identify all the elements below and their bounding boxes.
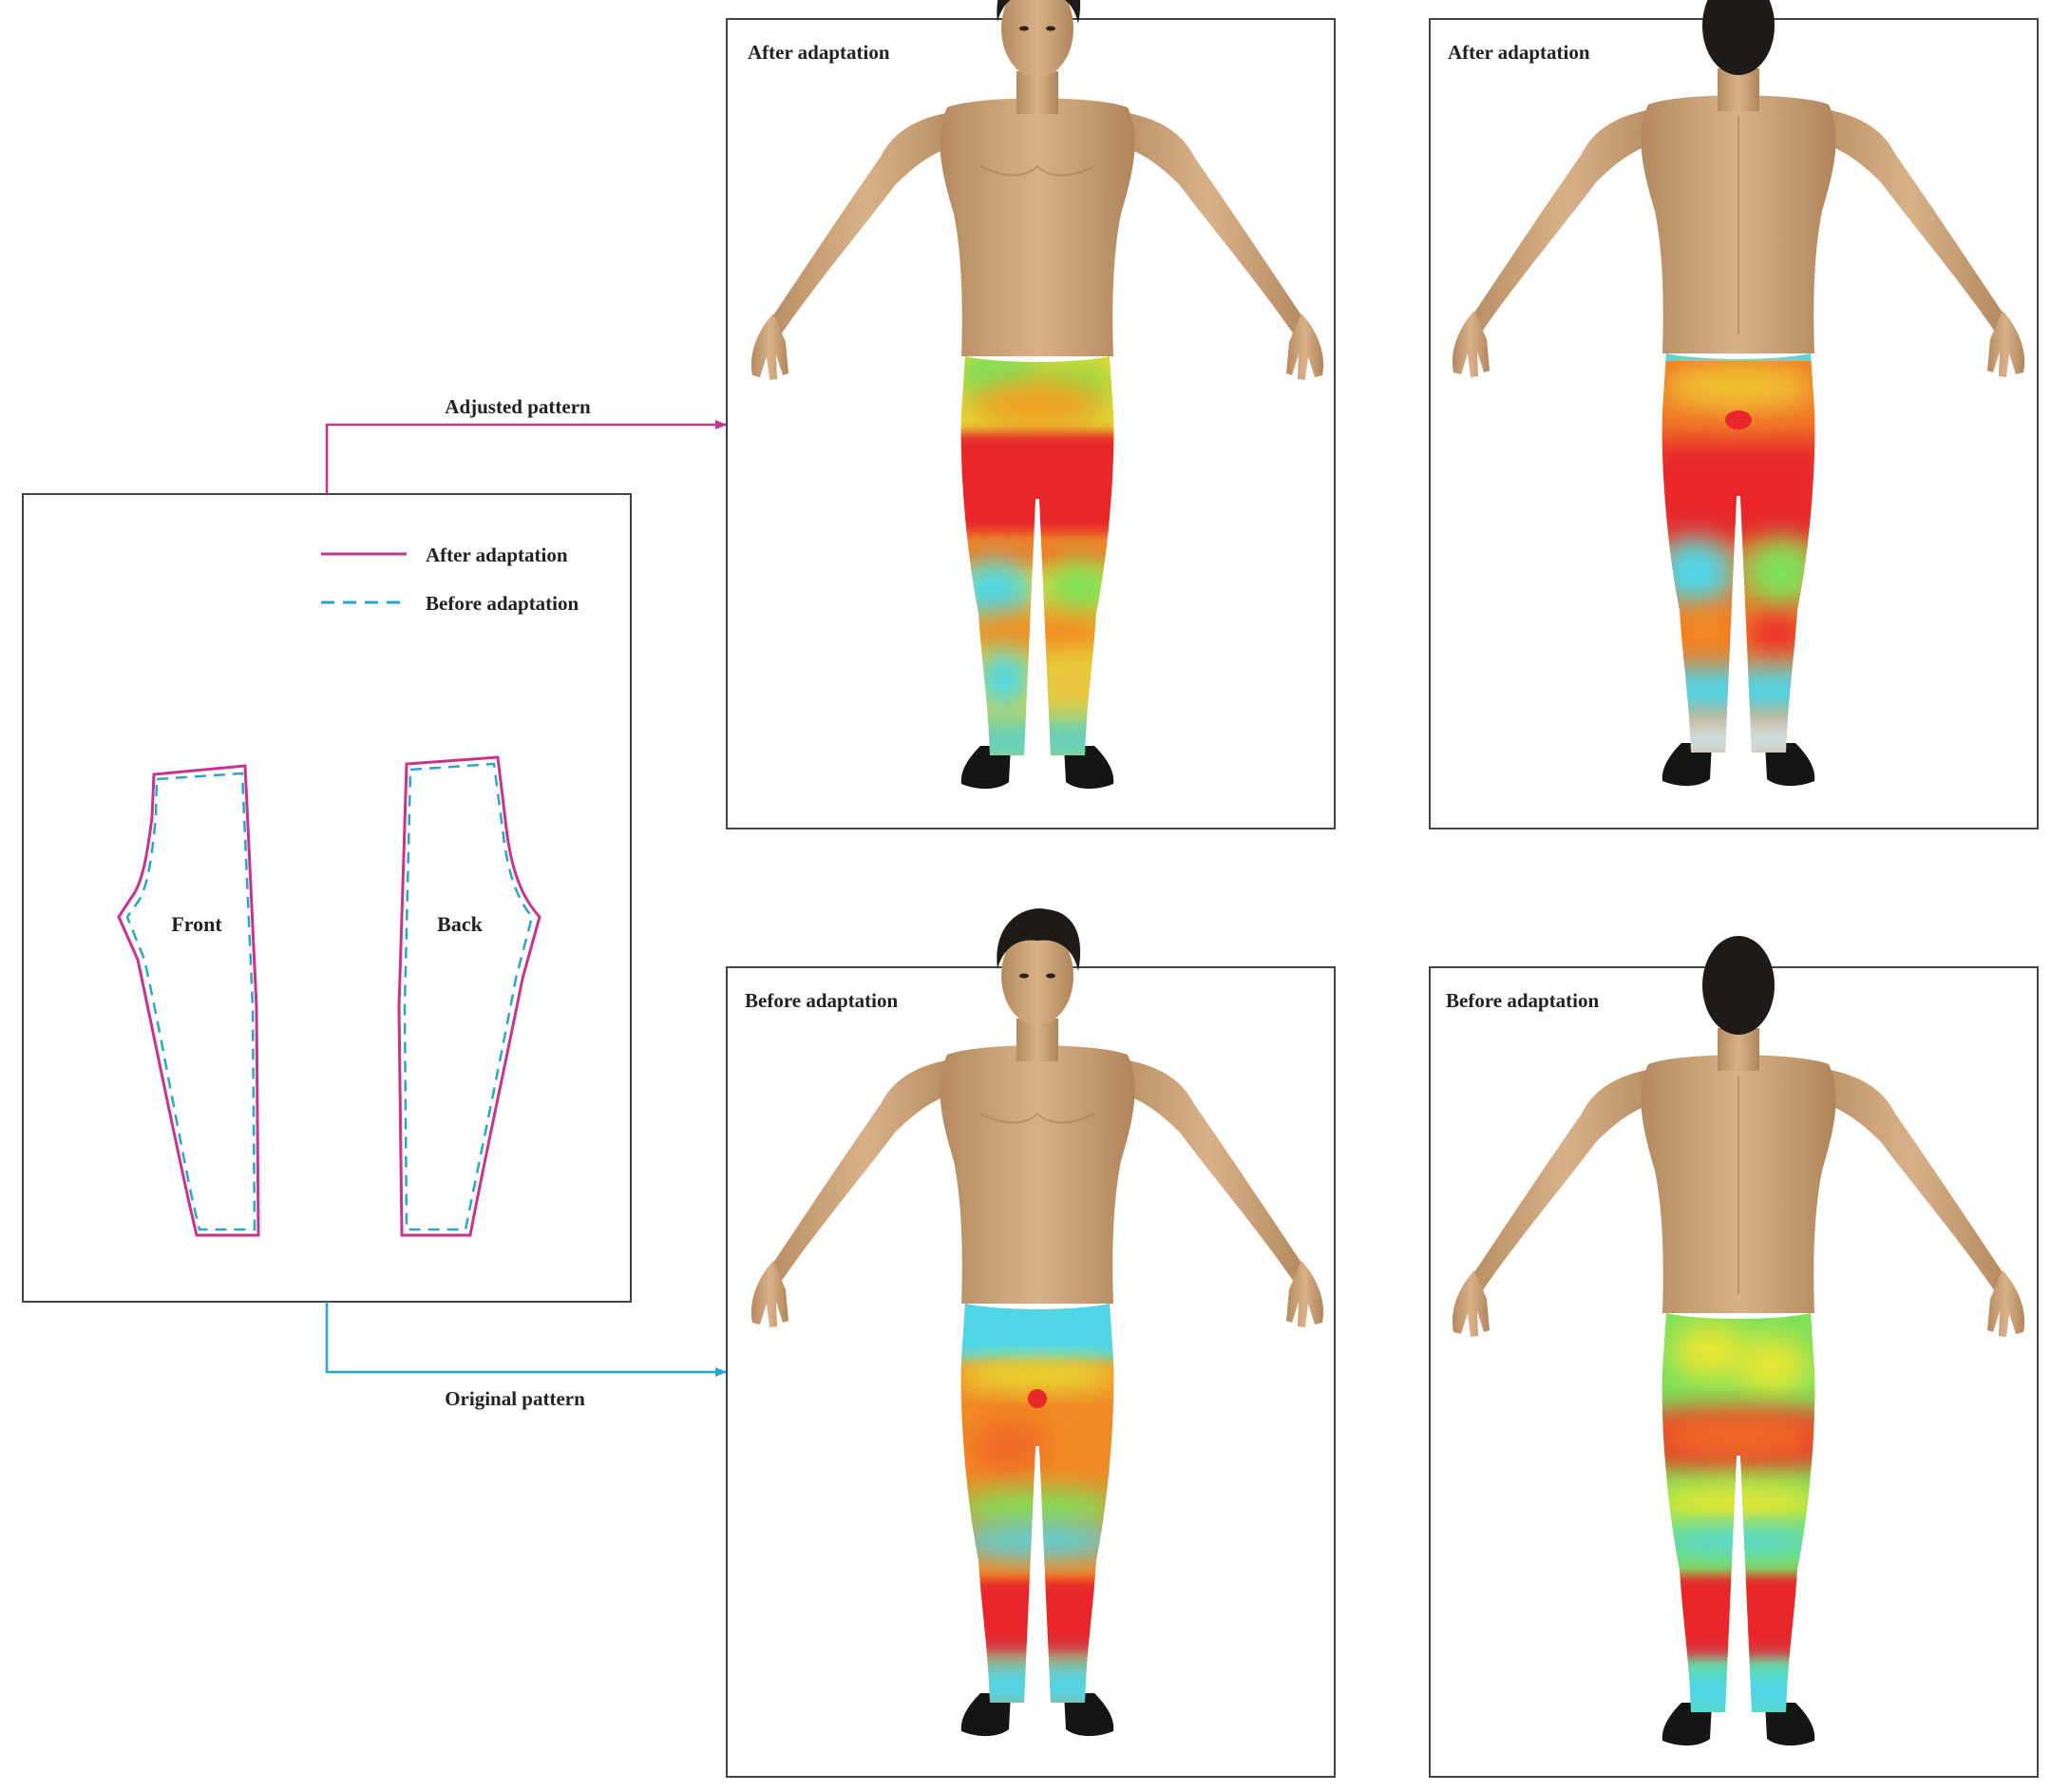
front-outline-before	[125, 772, 256, 1231]
legend-after-label: After adaptation	[426, 543, 568, 566]
original-pattern-arrow: Original pattern	[325, 1302, 727, 1410]
adjusted-pattern-label: Adjusted pattern	[445, 395, 591, 418]
panel-after-back: After adaptation	[1429, 0, 2039, 829]
legend: After adaptation Before adaptation	[321, 543, 579, 615]
panel-title: Before adaptation	[1446, 989, 1600, 1012]
back-outline-before	[403, 762, 534, 1231]
panel-title: Before adaptation	[745, 989, 899, 1012]
front-pattern-piece: Front	[117, 764, 260, 1237]
panel-title: After adaptation	[748, 41, 890, 64]
back-pattern-piece: Back	[397, 755, 541, 1237]
panel-after-front: After adaptation	[726, 0, 1336, 829]
back-label: Back	[437, 912, 483, 936]
pattern-panel: After adaptation Before adaptation Front…	[22, 493, 632, 1303]
legend-before-label: Before adaptation	[426, 592, 579, 615]
front-label: Front	[171, 912, 222, 936]
back-outline-after	[397, 755, 541, 1237]
original-pattern-label: Original pattern	[445, 1387, 585, 1410]
panel-before-back: Before adaptation	[1429, 935, 2039, 1778]
front-outline-after	[117, 764, 260, 1237]
panel-before-front: Before adaptation	[726, 907, 1336, 1778]
panel-title: After adaptation	[1448, 41, 1590, 64]
adjusted-pattern-arrow: Adjusted pattern	[325, 395, 727, 494]
